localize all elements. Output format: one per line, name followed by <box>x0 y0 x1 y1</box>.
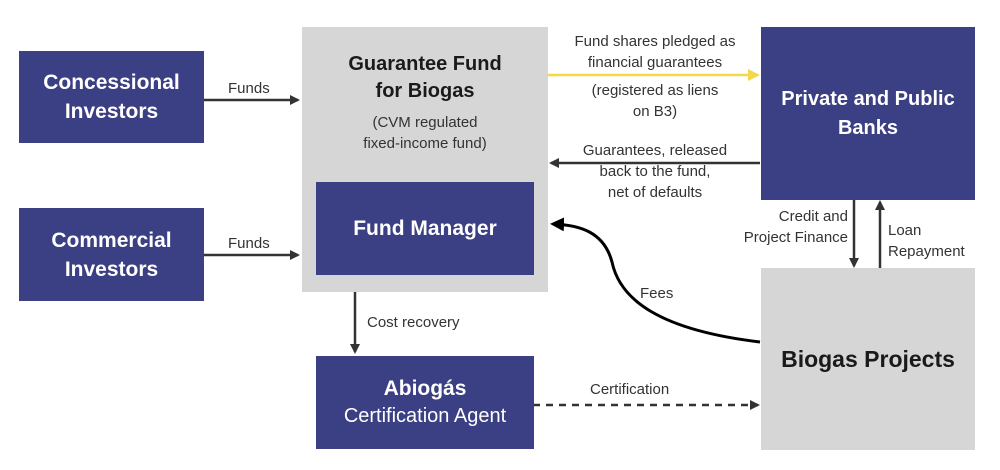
fund-manager-box: Fund Manager <box>316 182 534 275</box>
repayment-label-line1: Loan <box>888 222 922 239</box>
commercial-investors-line1: Commercial <box>51 228 172 252</box>
commercial-investors-line2: Investors <box>64 257 159 281</box>
guarantees-released-line1: Guarantees, released <box>582 142 728 159</box>
pledged-label-line2: financial guarantees <box>587 54 723 71</box>
concessional-investors-box: Concessional Investors <box>19 51 204 143</box>
guarantees-released-line3: net of defaults <box>607 184 703 201</box>
funds-label-bottom: Funds <box>228 235 270 252</box>
abiogas-role: Certification Agent <box>343 405 507 427</box>
biogas-projects-box: Biogas Projects <box>761 268 975 450</box>
concessional-investors-line1: Concessional <box>43 71 180 94</box>
liens-label-line1: (registered as liens <box>591 82 719 99</box>
banks-line1: Private and Public <box>781 87 955 110</box>
pledged-label: Fund shares pledged as financial guarant… <box>555 31 755 73</box>
repayment-label-line2: Repayment <box>888 243 965 260</box>
credit-label-line2: Project Finance <box>743 229 848 246</box>
repayment-label: Loan Repayment <box>888 220 965 262</box>
cost-recovery-label: Cost recovery <box>367 314 460 331</box>
guarantee-fund-title-line2: for Biogas <box>375 80 475 102</box>
guarantees-released-label: Guarantees, released back to the fund, n… <box>560 140 750 203</box>
banks-line2: Banks <box>837 116 899 139</box>
concessional-investors-line2: Investors <box>64 100 159 123</box>
banks-box: Private and Public Banks <box>761 27 975 200</box>
fees-arrow <box>550 217 761 344</box>
funds-label-top: Funds <box>228 80 270 97</box>
liens-label-line2: on B3) <box>632 103 678 120</box>
biogas-projects-label: Biogas Projects <box>781 345 955 372</box>
certification-label: Certification <box>590 381 670 398</box>
credit-label-line1: Credit and <box>778 208 848 225</box>
fund-manager-label: Fund Manager <box>353 216 497 240</box>
credit-label: Credit and Project Finance <box>722 206 848 248</box>
liens-label: (registered as liens on B3) <box>565 80 745 122</box>
commercial-investors-box: Commercial Investors <box>19 208 204 301</box>
guarantee-fund-subtitle-line1: (CVM regulated <box>372 114 478 131</box>
pledged-label-line1: Fund shares pledged as <box>574 33 736 50</box>
abiogas-box: Abiogás Certification Agent <box>316 356 534 449</box>
abiogas-name: Abiogás <box>383 377 467 400</box>
guarantee-fund-subtitle-line2: fixed-income fund) <box>363 135 487 152</box>
guarantee-fund-title-line1: Guarantee Fund <box>348 53 502 75</box>
fees-label: Fees <box>640 285 674 302</box>
guarantees-released-line2: back to the fund, <box>599 163 711 180</box>
